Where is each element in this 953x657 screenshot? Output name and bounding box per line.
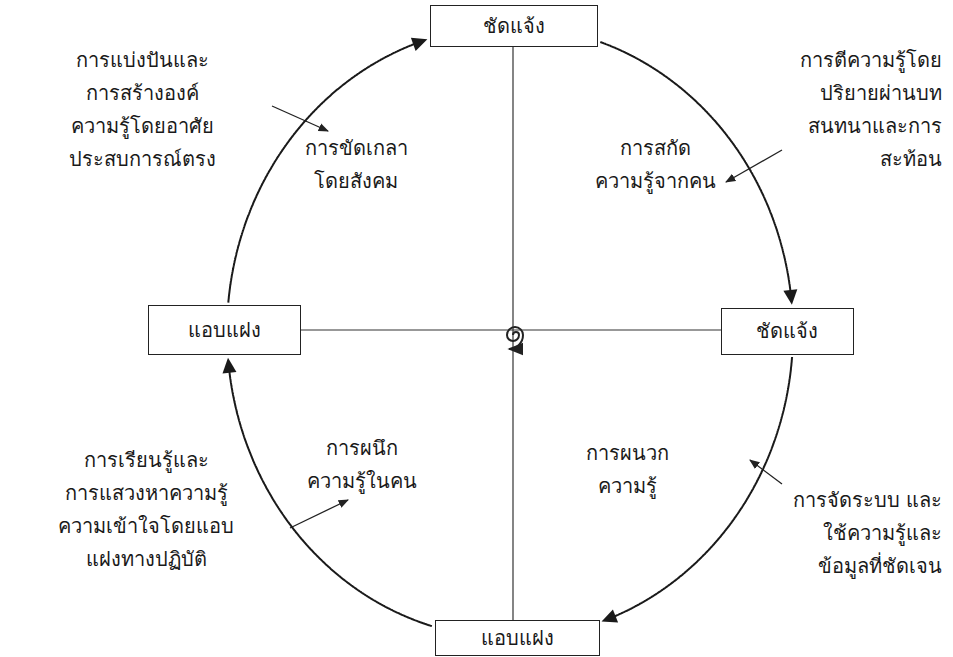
label-line: การสกัด <box>594 132 717 165</box>
cycle-arc-line <box>229 371 432 626</box>
label-line: แฝงทางปฏิบัติ <box>57 543 235 576</box>
label-line: ความรู้โดยอาศัย <box>68 110 217 143</box>
box-label: ชัดแจ้ง <box>756 318 818 344</box>
label-line: การสร้างองค์ <box>68 77 217 110</box>
arrow-head <box>783 289 797 305</box>
process-label: การจัดระบบ และ ใช้ความรู้และ ข้อมูลที่ชั… <box>790 484 942 583</box>
box-label: แอบแฝง <box>188 317 261 343</box>
label-line: ความเข้าใจโดยแอบ <box>57 510 235 543</box>
label-line: ข้อมูลที่ชัดเจน <box>790 550 942 583</box>
label-line: การแสวงหาความรู้ <box>57 477 235 510</box>
label-line: การตีความรู้โดย <box>798 44 942 77</box>
leader-arrow <box>290 500 348 528</box>
label-line: การจัดระบบ และ <box>790 484 942 517</box>
process-label: การผนวก ความรู้ <box>585 437 670 503</box>
horizontal-axis <box>232 329 780 330</box>
label-line: ความรู้ในคน <box>306 465 418 498</box>
cycle-arc-line <box>600 42 790 292</box>
quadrant-box: ชัดแจ้ง <box>430 5 598 47</box>
process-label: การสกัด ความรู้จากคน <box>594 132 717 198</box>
vertical-axis <box>512 30 513 632</box>
label-line: การผนวก <box>585 437 670 470</box>
process-label: การแบ่งปันและ การสร้างองค์ ความรู้โดยอาศ… <box>68 44 217 176</box>
process-label: การผนึก ความรู้ในคน <box>306 432 418 498</box>
cycle-arc <box>228 38 427 303</box>
process-label: การตีความรู้โดย ปริยายผ่านบท สนทนาและการ… <box>798 44 942 176</box>
process-label: การขัดเกลา โดยสังคม <box>304 132 409 198</box>
quadrant-box: แอบแฝง <box>435 620 600 656</box>
label-line: การขัดเกลา <box>304 132 409 165</box>
label-line: โดยสังคม <box>304 165 409 198</box>
arrow-head <box>411 38 427 51</box>
label-line: สนทนาและการ <box>798 110 942 143</box>
quadrant-box: ชัดแจ้ง <box>721 308 854 355</box>
box-label: แอบแฝง <box>481 625 554 651</box>
cycle-arc-line <box>228 44 414 303</box>
label-line: สะท้อน <box>798 143 942 176</box>
label-line: ความรู้ <box>585 470 670 503</box>
label-line: ใช้ความรู้และ <box>790 517 942 550</box>
arrow-head <box>602 609 619 622</box>
label-line: ปริยายผ่านบท <box>798 77 942 110</box>
label-line: การผนึก <box>306 432 418 465</box>
arrow-head <box>223 358 237 374</box>
box-label: ชัดแจ้ง <box>483 13 545 39</box>
center-spiral <box>507 327 523 349</box>
process-label: การเรียนรู้และ การแสวงหาความรู้ ความเข้า… <box>57 444 235 576</box>
label-line: การเรียนรู้และ <box>57 444 235 477</box>
cycle-arc <box>223 358 432 626</box>
label-line: ความรู้จากคน <box>594 165 717 198</box>
quadrant-box: แอบแฝง <box>148 305 301 355</box>
label-line: ประสบการณ์ตรง <box>68 143 217 176</box>
label-line: การแบ่งปันและ <box>68 44 217 77</box>
